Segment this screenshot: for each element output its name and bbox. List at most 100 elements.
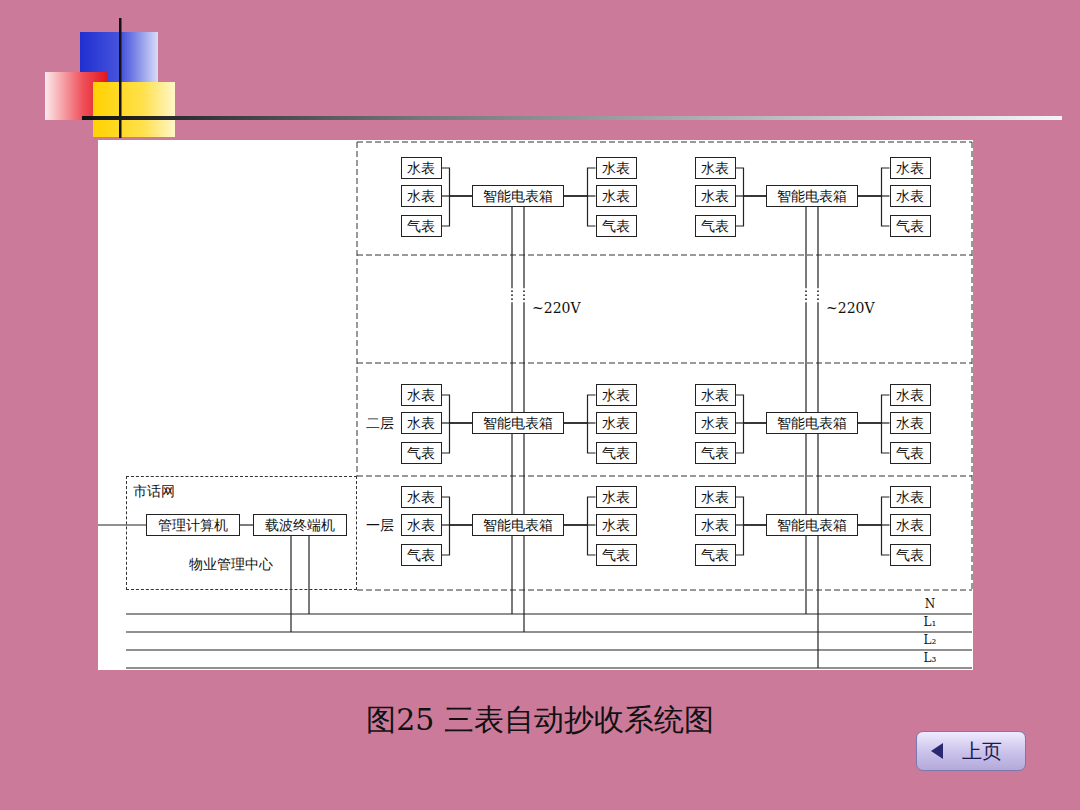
wire-group	[736, 497, 767, 525]
layout-shape	[126, 631, 972, 632]
wire	[806, 207, 818, 412]
wire	[564, 423, 596, 453]
break-mark	[805, 290, 807, 292]
voltage-label: ~220V	[826, 300, 875, 316]
wire	[736, 497, 767, 525]
node-text: 气表	[407, 547, 435, 563]
meter-box: 水表	[596, 157, 637, 179]
wire	[442, 525, 473, 555]
device-box: 智能电表箱	[472, 412, 564, 434]
wire	[858, 497, 890, 525]
management-center-region: 市话网物业管理中心管理计算机载波终端机	[126, 476, 357, 590]
meter-box: 水表	[401, 412, 442, 434]
wire-group	[736, 423, 767, 453]
wire	[564, 497, 596, 525]
node-text: 水表	[701, 489, 729, 505]
layout-shape	[357, 255, 972, 256]
layout-shape	[357, 476, 972, 477]
node-text: 水表	[701, 415, 729, 431]
node-text: 水表	[602, 387, 630, 403]
node-text: 水表	[896, 415, 924, 431]
node-text: 市话网	[133, 483, 175, 499]
node-text: 气表	[896, 547, 924, 563]
node-text: 水表	[602, 517, 630, 533]
meter-box: 水表	[890, 486, 931, 508]
device-box: 管理计算机	[146, 514, 240, 536]
wire-group	[511, 207, 525, 412]
wire-group	[858, 395, 890, 423]
layout-shape	[523, 536, 524, 632]
device-box: 载波终端机	[253, 514, 347, 536]
node-text: 智能电表箱	[483, 517, 553, 533]
node-text: 气表	[896, 445, 924, 461]
node-text: 水表	[407, 160, 435, 176]
meter-box: 水表	[401, 185, 442, 207]
break-mark	[523, 294, 525, 296]
meter-box: 气表	[401, 442, 442, 464]
wire	[564, 196, 596, 226]
device-box: 智能电表箱	[766, 514, 858, 536]
meter-box: 水表	[695, 412, 736, 434]
bus-label: N	[925, 598, 936, 612]
node-text: 水表	[701, 188, 729, 204]
node-text: 智能电表箱	[483, 188, 553, 204]
meter-box: 气表	[596, 215, 637, 237]
break-mark	[817, 298, 819, 300]
wire	[442, 395, 473, 423]
bus-label: L₂	[924, 634, 937, 648]
node-text: 水表	[701, 160, 729, 176]
wire-group	[564, 497, 596, 525]
wire-group	[736, 168, 767, 196]
wire-group	[805, 207, 819, 412]
floor-label: 一层	[366, 517, 394, 533]
node-text: 水表	[407, 387, 435, 403]
layout-shape	[972, 142, 973, 590]
break-mark	[817, 290, 819, 292]
wire-group	[442, 423, 473, 453]
diagram-panel	[98, 140, 973, 670]
node-text: 水表	[896, 188, 924, 204]
break-mark	[511, 290, 513, 292]
power-bus	[126, 614, 972, 668]
layout-shape	[817, 536, 818, 668]
node-text: 水表	[701, 517, 729, 533]
wire-group	[442, 395, 473, 423]
meter-box: 气表	[596, 544, 637, 566]
wire	[736, 395, 767, 423]
meter-box: 水表	[890, 185, 931, 207]
layout-shape	[308, 536, 309, 614]
node-text: 水表	[407, 489, 435, 505]
wire	[512, 434, 524, 514]
deco-square	[93, 82, 175, 137]
wire	[858, 196, 890, 226]
wire	[442, 196, 473, 226]
deco-bar	[82, 116, 1062, 120]
wire	[736, 525, 767, 555]
meter-box: 水表	[695, 185, 736, 207]
wire-group	[858, 525, 890, 555]
layout-shape	[511, 536, 512, 614]
node-text: 载波终端机	[265, 517, 335, 533]
node-text: 气表	[701, 445, 729, 461]
meter-box: 水表	[695, 384, 736, 406]
wire-group	[564, 168, 596, 196]
wire	[512, 207, 524, 412]
meter-box: 气表	[401, 215, 442, 237]
wire-group	[442, 196, 473, 226]
node-text: 水表	[896, 517, 924, 533]
node-text: 水表	[407, 415, 435, 431]
wire-group	[858, 168, 890, 196]
layout-shape	[290, 536, 291, 632]
wire	[806, 434, 818, 514]
wire-group	[564, 395, 596, 423]
wire-group	[240, 525, 253, 526]
meter-box: 水表	[401, 486, 442, 508]
wire-group	[736, 196, 767, 226]
meter-box: 水表	[890, 157, 931, 179]
node-text: 水表	[407, 517, 435, 533]
meter-box: 水表	[695, 486, 736, 508]
node-text: 气表	[602, 445, 630, 461]
nav-button: 上页	[916, 731, 1026, 771]
wire-group	[512, 434, 524, 514]
